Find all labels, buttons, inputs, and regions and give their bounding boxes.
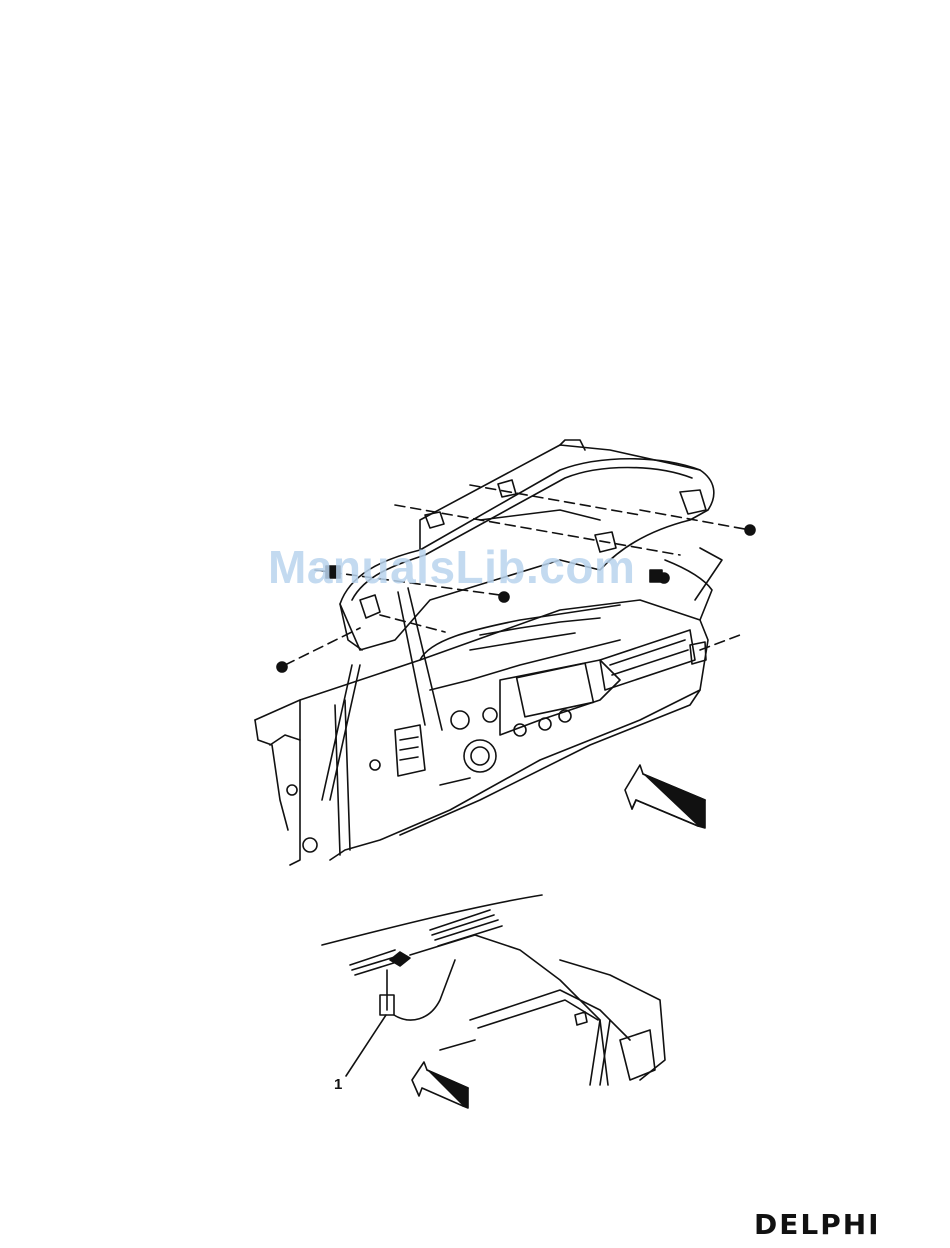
callout-1: 1 [334, 1076, 342, 1093]
screws [277, 525, 755, 672]
instrument-panel-assembly [255, 548, 722, 865]
front-arrow-top-icon [625, 765, 705, 828]
front-arrow-bottom-icon [412, 1062, 468, 1108]
lower-detail-view [322, 895, 665, 1085]
delphi-logo: DELPHI [754, 1208, 944, 1242]
